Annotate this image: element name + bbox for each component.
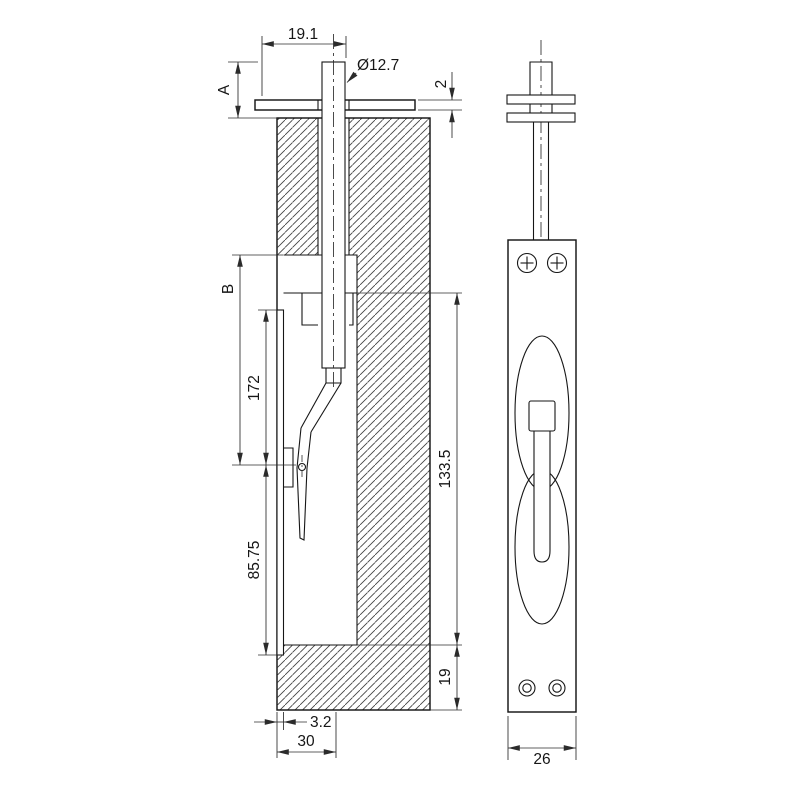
dim-mortise-length-label: 133.5	[437, 450, 454, 489]
rod-channel	[317, 118, 350, 255]
dim-lower-half-length: 85.75	[243, 464, 283, 656]
bolt-case	[283, 292, 357, 488]
guide-flanges	[506, 94, 576, 123]
dim-rod-diameter-label: Ø12.7	[357, 57, 399, 74]
phillips-screw-top-left	[516, 252, 538, 274]
dim-b-label: B	[220, 284, 237, 294]
lever-mechanism	[296, 368, 342, 541]
dim-a: A	[213, 61, 277, 119]
dim-faceplate-width-label: 26	[533, 751, 550, 768]
phillips-screw-top-right	[546, 252, 568, 274]
screw-hole-bottom-left	[518, 679, 536, 697]
dim-mortise-length: 133.5	[357, 292, 462, 646]
dim-a-label: A	[216, 84, 233, 95]
dim-mortise-depth: 30	[276, 712, 337, 758]
dim-mortise-depth-label: 30	[297, 733, 315, 750]
dim-faceplate-thickness: 3.2	[254, 711, 335, 758]
dim-plate-thickness-label: 2	[433, 80, 450, 89]
front-view	[506, 40, 577, 713]
dimensions: 19.1 Ø12.7 A 2 B	[213, 23, 577, 771]
dim-faceplate-width: 26	[507, 716, 577, 771]
dim-b: B	[217, 254, 296, 466]
screw-hole-bottom-right	[548, 679, 566, 697]
dim-top-width: 19.1	[261, 23, 347, 96]
section-view	[254, 34, 431, 711]
dim-bottom-clearance-label: 19	[437, 668, 454, 685]
dim-top-width-label: 19.1	[288, 26, 318, 43]
dim-bottom-clearance: 19	[430, 644, 462, 711]
dim-housing-length: 172	[243, 309, 277, 465]
dim-plate-thickness: 2	[418, 72, 462, 138]
mortise-cavity	[283, 254, 358, 646]
faceplate-section	[276, 309, 285, 656]
dim-faceplate-thickness-label: 3.2	[310, 714, 332, 731]
door-section-hatching	[277, 118, 430, 710]
lever-handle	[528, 400, 556, 563]
dim-housing-length-label: 172	[246, 375, 263, 401]
front-rod	[529, 61, 553, 240]
dim-lower-half-length-label: 85.75	[246, 541, 263, 580]
dim-rod-diameter: Ø12.7	[346, 54, 402, 83]
